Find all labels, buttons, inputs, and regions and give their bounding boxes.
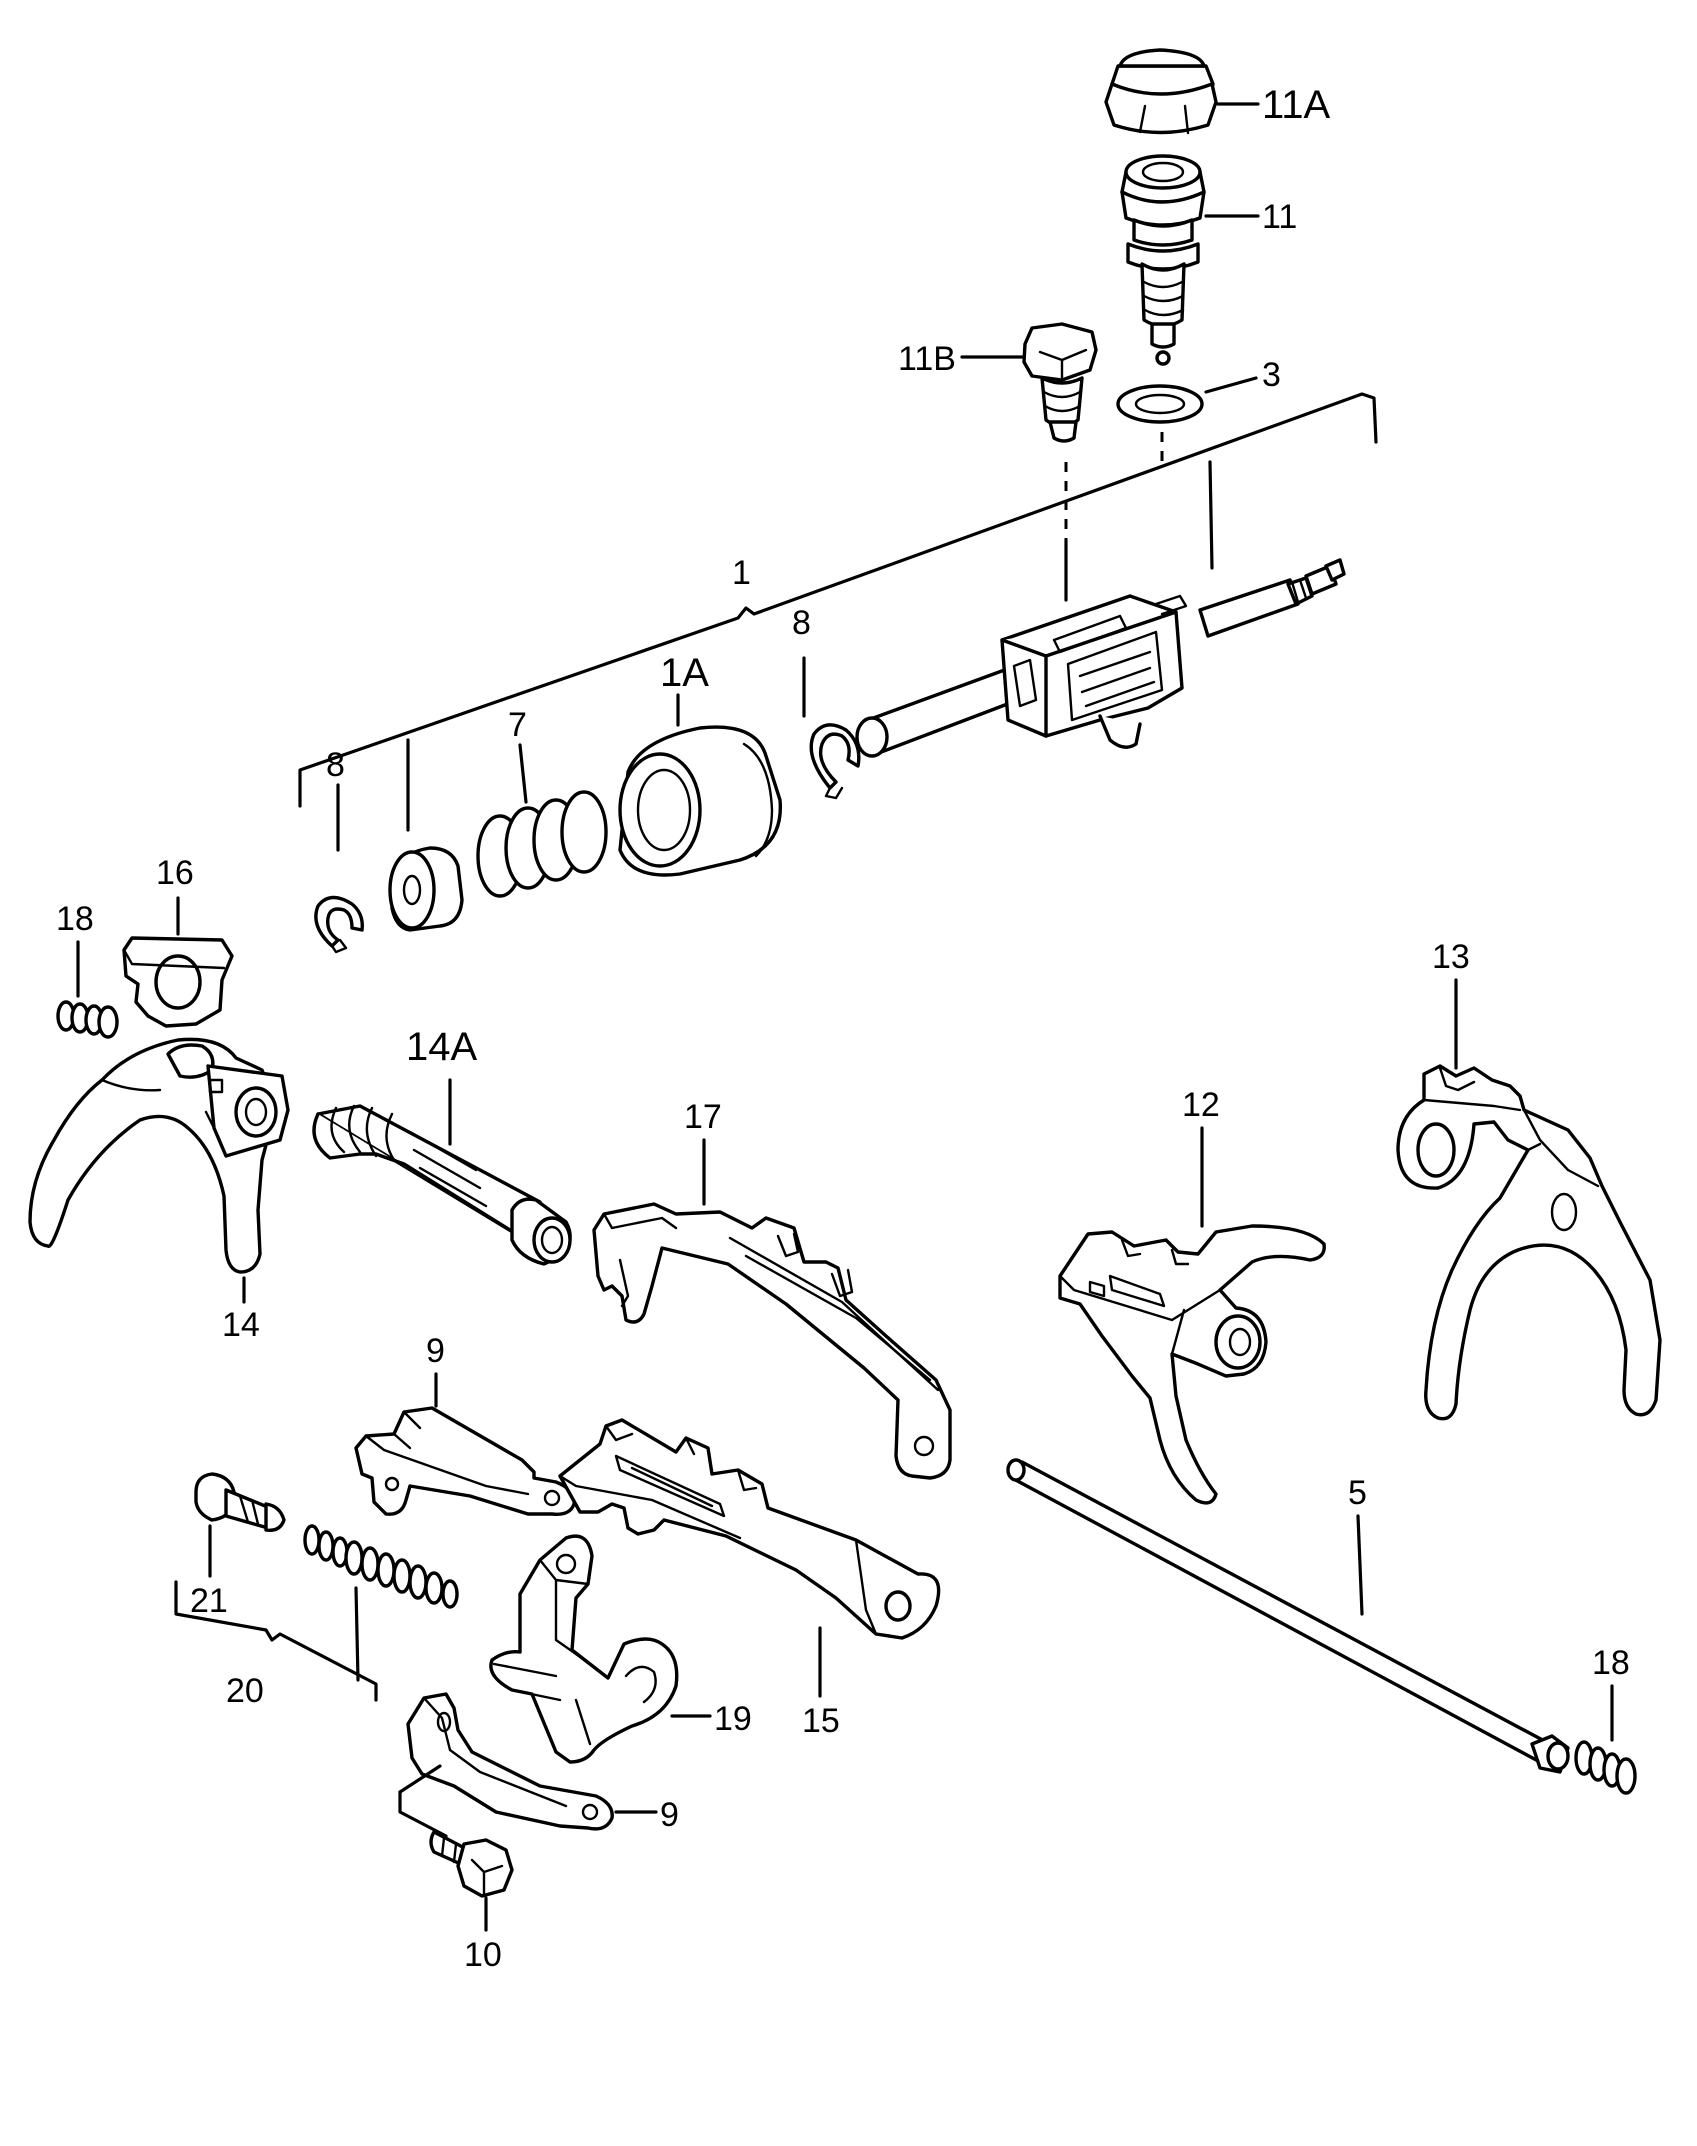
spring-icon (476, 790, 608, 898)
callout-21: 21 (190, 1582, 228, 1620)
shift-rod-icon (1006, 1458, 1570, 1774)
callout-7: 7 (508, 706, 527, 744)
bolt-icon (429, 1830, 514, 1898)
callout-10: 10 (464, 1936, 502, 1974)
callout-18-lower: 18 (1592, 1644, 1630, 1682)
shift-rod-icon (312, 1104, 572, 1266)
callout-19: 19 (714, 1700, 752, 1738)
callout-15: 15 (802, 1702, 840, 1740)
callout-5: 5 (1348, 1474, 1367, 1512)
callout-17: 17 (684, 1098, 722, 1136)
callout-11A: 11A (1262, 83, 1331, 127)
sleeve-icon (618, 725, 783, 877)
callout-1A: 1A (660, 651, 709, 695)
bolt-icon (194, 1472, 286, 1532)
circlip-icon (809, 723, 861, 800)
shift-lever-icon (489, 1534, 679, 1764)
callout-14: 14 (222, 1306, 260, 1344)
cap-nut-icon (1104, 48, 1218, 135)
shift-fork-icon (28, 1037, 290, 1274)
shift-fork-icon (1058, 1224, 1326, 1505)
shift-plate-icon (406, 1692, 614, 1831)
bolt-icon (1022, 322, 1098, 443)
callout-9-upper: 9 (426, 1332, 445, 1370)
callout-9-lower: 9 (660, 1796, 679, 1834)
shift-fork-icon (1396, 1064, 1662, 1421)
callout-3: 3 (1262, 356, 1281, 394)
washer-icon (388, 846, 464, 932)
shift-gate-icon (592, 1202, 952, 1480)
callout-14A: 14A (406, 1025, 477, 1069)
callout-1: 1 (732, 554, 751, 592)
spring-icon (56, 1000, 119, 1039)
callout-8-upper: 8 (792, 604, 811, 642)
shift-rod-icon (855, 558, 1346, 758)
spring-icon (303, 1524, 459, 1609)
callout-20: 20 (226, 1672, 264, 1710)
callout-11: 11 (1262, 198, 1297, 236)
switch-icon (1120, 154, 1206, 366)
callout-13: 13 (1432, 938, 1470, 976)
callout-18-upper: 18 (56, 900, 94, 938)
callout-11B: 11B (898, 340, 956, 378)
guide-block-icon (122, 936, 234, 1028)
callout-12: 12 (1182, 1086, 1220, 1124)
callout-16: 16 (156, 854, 194, 892)
spring-icon (1574, 1740, 1637, 1795)
shift-gate-icon (558, 1418, 941, 1640)
washer-icon (1116, 384, 1204, 424)
shift-plate-icon (354, 1406, 576, 1516)
callout-8-lower: 8 (326, 746, 345, 784)
circlip-icon (314, 895, 364, 954)
